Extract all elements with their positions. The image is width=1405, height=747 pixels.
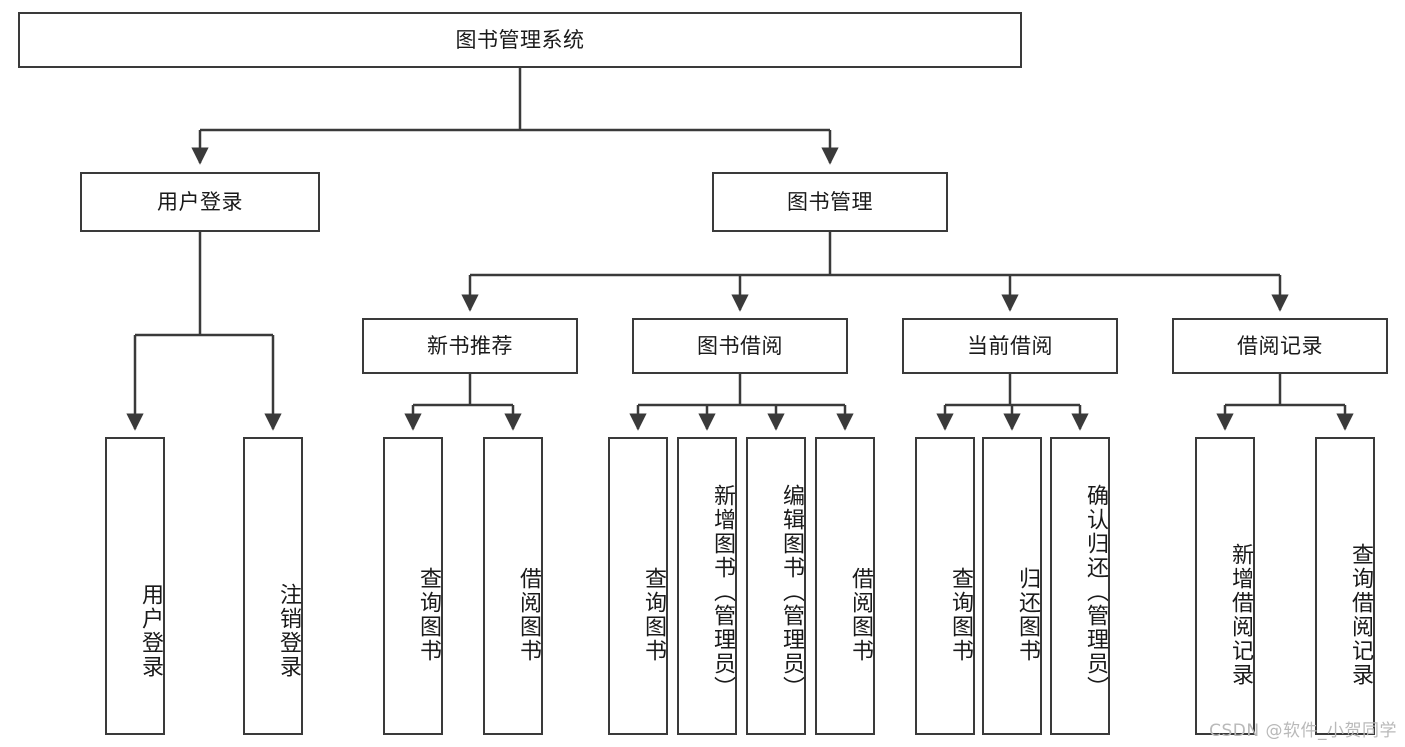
node-label: 借阅图书 [516, 567, 541, 663]
node-label: 确认归还（管理员） [1083, 484, 1108, 700]
node-label: 查询图书 [948, 567, 973, 663]
node-current-borrow[interactable]: 当前借阅 [902, 318, 1118, 374]
leaf-query-book-current[interactable]: 查询图书 [915, 437, 975, 735]
leaf-borrow-book[interactable]: 借阅图书 [815, 437, 875, 735]
node-user-login[interactable]: 用户登录 [80, 172, 320, 232]
node-label: 注销登录 [276, 583, 301, 679]
node-label: 图书借阅 [697, 333, 783, 358]
node-label: 查询图书 [416, 567, 441, 663]
node-book-borrow[interactable]: 图书借阅 [632, 318, 848, 374]
node-label: 图书管理 [787, 189, 873, 214]
leaf-add-borrow-record[interactable]: 新增借阅记录 [1195, 437, 1255, 735]
node-label: 查询图书 [641, 567, 666, 663]
node-label: 新书推荐 [427, 333, 513, 358]
node-label: 归还图书 [1015, 567, 1040, 663]
leaf-query-book-recommend[interactable]: 查询图书 [383, 437, 443, 735]
leaf-query-book-borrow[interactable]: 查询图书 [608, 437, 668, 735]
node-book-management[interactable]: 图书管理 [712, 172, 948, 232]
leaf-edit-book-admin[interactable]: 编辑图书（管理员） [746, 437, 806, 735]
node-new-book-recommend[interactable]: 新书推荐 [362, 318, 578, 374]
node-label: 借阅记录 [1237, 333, 1323, 358]
node-label: 新增借阅记录 [1228, 543, 1253, 687]
node-root-system[interactable]: 图书管理系统 [18, 12, 1022, 68]
node-label: 查询借阅记录 [1348, 543, 1373, 687]
leaf-return-book[interactable]: 归还图书 [982, 437, 1042, 735]
leaf-add-book-admin[interactable]: 新增图书（管理员） [677, 437, 737, 735]
leaf-logout[interactable]: 注销登录 [243, 437, 303, 735]
node-label: 用户登录 [157, 189, 243, 214]
node-label: 借阅图书 [848, 567, 873, 663]
leaf-borrow-book-recommend[interactable]: 借阅图书 [483, 437, 543, 735]
leaf-confirm-return-admin[interactable]: 确认归还（管理员） [1050, 437, 1110, 735]
node-label: 图书管理系统 [455, 27, 585, 52]
watermark: CSDN @软件_小贺同学 [1209, 721, 1397, 741]
node-label: 新增图书（管理员） [710, 484, 735, 700]
node-borrow-record[interactable]: 借阅记录 [1172, 318, 1388, 374]
node-label: 用户登录 [138, 583, 163, 679]
leaf-query-borrow-record[interactable]: 查询借阅记录 [1315, 437, 1375, 735]
leaf-user-login[interactable]: 用户登录 [105, 437, 165, 735]
node-label: 当前借阅 [967, 333, 1053, 358]
node-label: 编辑图书（管理员） [779, 484, 804, 700]
